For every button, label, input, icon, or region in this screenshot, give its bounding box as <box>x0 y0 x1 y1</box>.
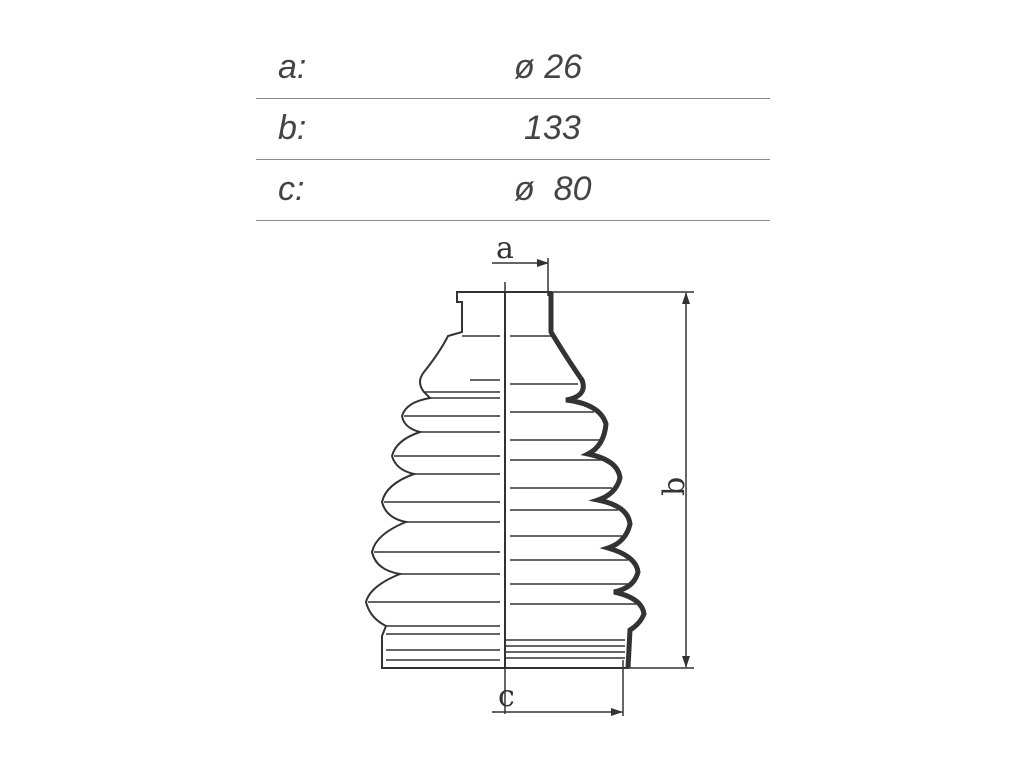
dimension-row-b: b: 133 <box>256 99 770 160</box>
boot-left-ribs <box>368 335 500 661</box>
boot-right-section <box>504 291 646 669</box>
dimension-label: b: <box>278 109 307 147</box>
dimension-value: 133 <box>524 109 581 147</box>
dim-b-letter: b <box>657 477 692 496</box>
dim-a-letter: a <box>496 231 514 266</box>
dimension-label: c: <box>278 170 305 208</box>
boot-right-inner-lines <box>505 335 636 659</box>
dimension-label: a: <box>278 48 307 86</box>
dimensions-table: a: ø 26 b: 133 c: ø 80 <box>256 38 770 221</box>
dimension-row-c: c: ø 80 <box>256 160 770 221</box>
dimension-row-a: a: ø 26 <box>256 38 770 99</box>
boot-left-outline <box>364 291 506 669</box>
dimension-value: ø 80 <box>514 170 592 208</box>
boot-wall-thick <box>548 292 647 669</box>
dim-c-letter: c <box>498 679 515 714</box>
dimension-value: ø 26 <box>514 48 583 86</box>
